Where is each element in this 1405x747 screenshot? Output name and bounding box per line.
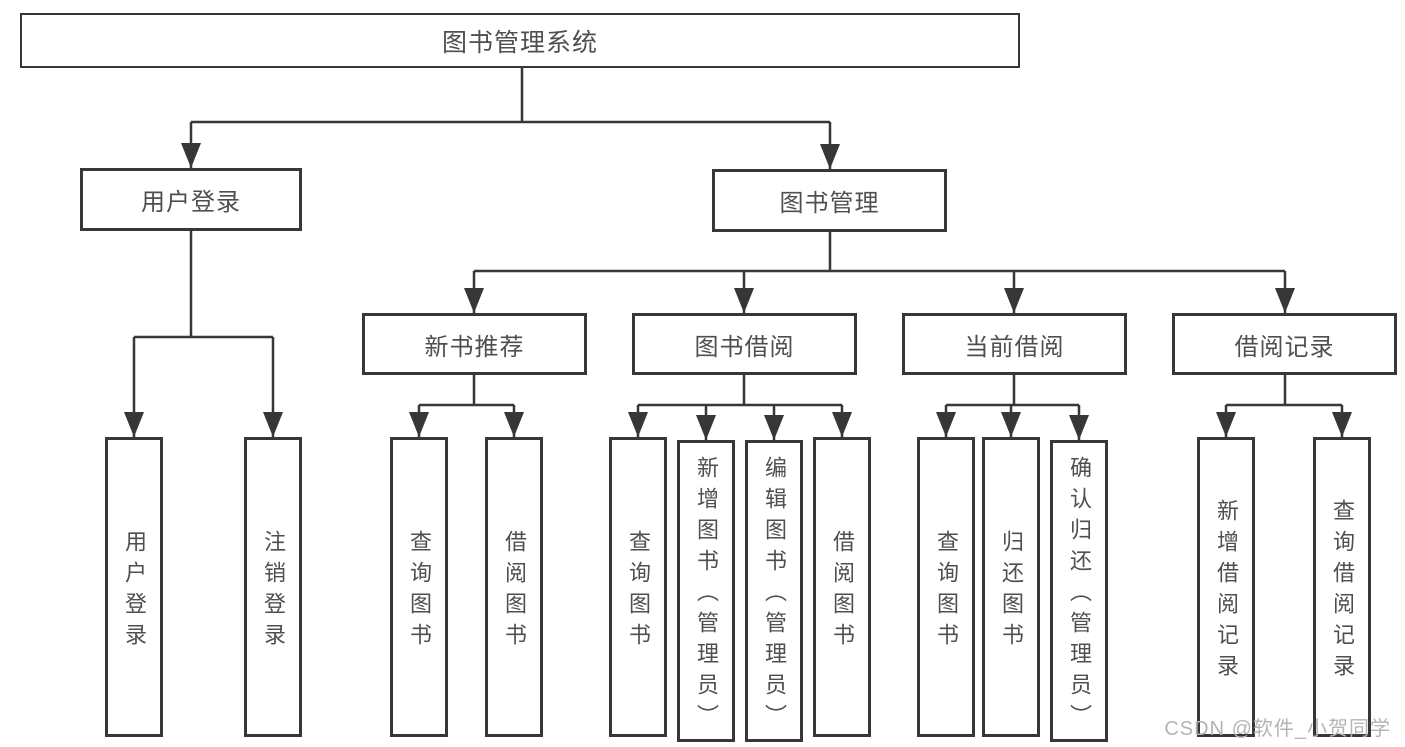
node-label: 查询图书 — [626, 529, 651, 654]
watermark-text: CSDN @软件_小贺同学 — [1164, 718, 1391, 740]
node-leaf-borrow-books-2: 借阅图书 — [813, 437, 871, 737]
node-book-borrowing: 图书借阅 — [632, 313, 857, 375]
node-label: 查询图书 — [407, 529, 432, 654]
node-leaf-edit-books-admin: 编辑图书（管理员） — [745, 440, 803, 742]
node-label: 编辑图书（管理员） — [762, 456, 787, 735]
node-leaf-query-books-2: 查询图书 — [609, 437, 667, 737]
node-label: 用户登录 — [141, 189, 241, 216]
node-label: 图书管理系统 — [441, 28, 598, 57]
node-user-login: 用户登录 — [80, 168, 302, 231]
node-leaf-user-login: 用户登录 — [105, 437, 163, 737]
node-leaf-query-books-1: 查询图书 — [390, 437, 448, 737]
node-leaf-return-books: 归还图书 — [982, 437, 1040, 737]
node-borrowing-records: 借阅记录 — [1172, 313, 1397, 375]
node-leaf-query-borrow-record: 查询借阅记录 — [1313, 437, 1371, 737]
node-current-borrowing: 当前借阅 — [902, 313, 1127, 375]
node-label: 归还图书 — [999, 529, 1024, 654]
node-leaf-confirm-return-admin: 确认归还（管理员） — [1050, 440, 1108, 742]
node-label: 确认归还（管理员） — [1067, 456, 1092, 735]
node-library-management-system: 图书管理系统 — [20, 13, 1020, 68]
node-leaf-logout: 注销登录 — [244, 437, 302, 737]
node-leaf-add-borrow-record: 新增借阅记录 — [1197, 437, 1255, 737]
node-leaf-query-books-3: 查询图书 — [917, 437, 975, 737]
node-label: 查询图书 — [934, 529, 959, 654]
node-new-book-recommendation: 新书推荐 — [362, 313, 587, 375]
node-book-management: 图书管理 — [712, 169, 947, 232]
node-label: 借阅图书 — [502, 529, 527, 654]
node-leaf-add-books-admin: 新增图书（管理员） — [677, 440, 735, 742]
node-label: 新书推荐 — [424, 333, 525, 361]
node-label: 图书借阅 — [694, 333, 795, 361]
node-leaf-borrow-books-1: 借阅图书 — [485, 437, 543, 737]
node-label: 用户登录 — [122, 529, 147, 654]
node-label: 新增图书（管理员） — [694, 456, 719, 735]
node-label: 新增借阅记录 — [1214, 498, 1239, 685]
node-label: 借阅图书 — [830, 529, 855, 654]
node-label: 图书管理 — [779, 190, 880, 217]
node-label: 借阅记录 — [1234, 333, 1335, 361]
node-label: 当前借阅 — [964, 333, 1065, 361]
node-label: 注销登录 — [261, 529, 286, 654]
node-label: 查询借阅记录 — [1330, 498, 1355, 685]
